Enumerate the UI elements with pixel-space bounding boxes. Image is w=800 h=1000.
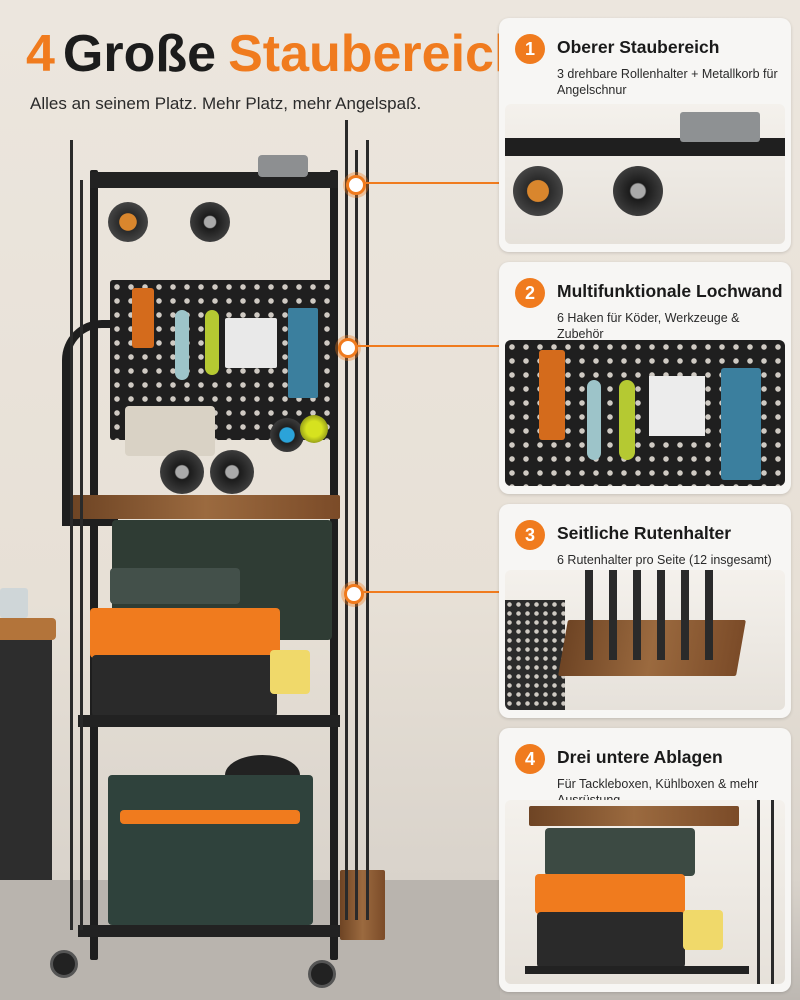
reel-dark-icon: [613, 166, 663, 216]
rod-holder-slot: [705, 570, 713, 660]
callout-line-3: [362, 591, 500, 593]
feature-number-badge: 4: [515, 744, 545, 774]
feature-title: Oberer Staubereich: [557, 37, 720, 57]
fishing-rod: [80, 180, 83, 930]
feature-description: 6 Haken für Köder, Werkzeuge & Zubehör: [557, 311, 740, 341]
reel-dark-icon: [190, 202, 230, 242]
rack-post-left: [90, 170, 98, 960]
fishing-rod: [757, 800, 760, 984]
lure-icon: [587, 380, 601, 460]
feature-number-badge: 3: [515, 520, 545, 550]
rod-holder-slot: [585, 570, 593, 660]
rack-handle: [62, 320, 118, 526]
tackle-box-clear: [125, 406, 215, 456]
lure-box-blue: [288, 308, 318, 398]
reel-orange-icon: [513, 166, 563, 216]
rod-holder-slot: [681, 570, 689, 660]
tackle-box-green: [545, 828, 695, 876]
line-spool-yellow: [300, 415, 328, 443]
tackle-box-orange: [90, 608, 280, 658]
fishing-rod: [771, 800, 774, 984]
lure-box-blue: [721, 368, 761, 480]
feature-description: 3 drehbare Rollenhalter + Metallkorb für…: [557, 67, 778, 97]
workbench-top: [0, 618, 56, 640]
reel-dark-icon: [210, 450, 254, 494]
feature-card-1: 1 Oberer Staubereich 3 drehbare Rollenha…: [499, 18, 791, 252]
metal-shelf: [78, 715, 340, 727]
wood-shelf: [72, 495, 340, 519]
headline-number: 4: [26, 25, 55, 83]
feature-card-4: 4 Drei untere Ablagen Für Tackleboxen, K…: [499, 728, 791, 992]
caster-wheel: [50, 950, 78, 978]
tackle-pack: [225, 318, 277, 368]
feature-photo-top-basket: [505, 104, 785, 244]
callout-marker-1: [346, 175, 366, 195]
fishing-rod: [345, 120, 348, 920]
pliers-icon: [539, 350, 565, 440]
wood-shelf: [529, 806, 739, 826]
feature-number-badge: 1: [515, 34, 545, 64]
lure-icon: [205, 310, 219, 375]
pliers-icon: [132, 288, 154, 348]
cooler-box: [108, 775, 313, 925]
tackle-box-green-small: [110, 568, 240, 604]
metal-shelf: [525, 966, 749, 974]
callout-line-2: [356, 345, 500, 347]
feature-photo-rod-holders: [505, 570, 785, 710]
feature-card-3: 3 Seitliche Rutenhalter 6 Rutenhalter pr…: [499, 504, 791, 718]
feature-title: Multifunktionale Lochwand: [557, 281, 783, 301]
tackle-box-orange: [535, 874, 685, 914]
fishing-rod: [366, 140, 369, 920]
feature-photo-pegboard: [505, 340, 785, 486]
lure-icon: [619, 380, 635, 460]
feature-photo-lower-shelves: [505, 800, 785, 984]
feature-number-badge: 2: [515, 278, 545, 308]
reel-blue-icon: [270, 418, 304, 452]
bait-box-yellow: [270, 650, 310, 694]
feature-description: 6 Rutenhalter pro Seite (12 insgesamt): [557, 553, 772, 567]
rod-holder-slot: [609, 570, 617, 660]
headline-subtitle: Alles an seinem Platz. Mehr Platz, mehr …: [30, 94, 422, 113]
rod-holder-slot: [657, 570, 665, 660]
reel-dark-icon: [160, 450, 204, 494]
bait-box-yellow: [683, 910, 723, 950]
headline-word-1: Große: [62, 25, 217, 83]
fishing-rod-rack-illustration: [40, 120, 400, 988]
feature-title: Drei untere Ablagen: [557, 747, 723, 767]
fishing-rod: [70, 140, 73, 930]
tackle-pack: [649, 376, 705, 436]
fishing-rod: [355, 150, 358, 920]
storage-bin: [0, 588, 28, 618]
lure-icon: [175, 310, 189, 380]
tackle-box-black: [92, 655, 277, 717]
cooler-stripe: [120, 810, 300, 824]
basket-rail: [505, 138, 785, 156]
feature-title: Seitliche Rutenhalter: [557, 523, 732, 543]
rack-post-right: [330, 170, 338, 960]
reel-orange-icon: [108, 202, 148, 242]
callout-marker-2: [338, 338, 358, 358]
callout-marker-3: [344, 584, 364, 604]
caster-wheel: [308, 960, 336, 988]
line-spool-container: [680, 112, 760, 142]
line-spool-container: [258, 155, 308, 177]
feature-card-2: 2 Multifunktionale Lochwand 6 Haken für …: [499, 262, 791, 494]
wire-shelf: [505, 600, 565, 710]
callout-line-1: [364, 182, 500, 184]
workbench-cabinet: [0, 640, 52, 880]
metal-shelf-bottom: [78, 925, 340, 937]
tackle-box-black: [537, 912, 685, 968]
rod-holder-slot: [633, 570, 641, 660]
